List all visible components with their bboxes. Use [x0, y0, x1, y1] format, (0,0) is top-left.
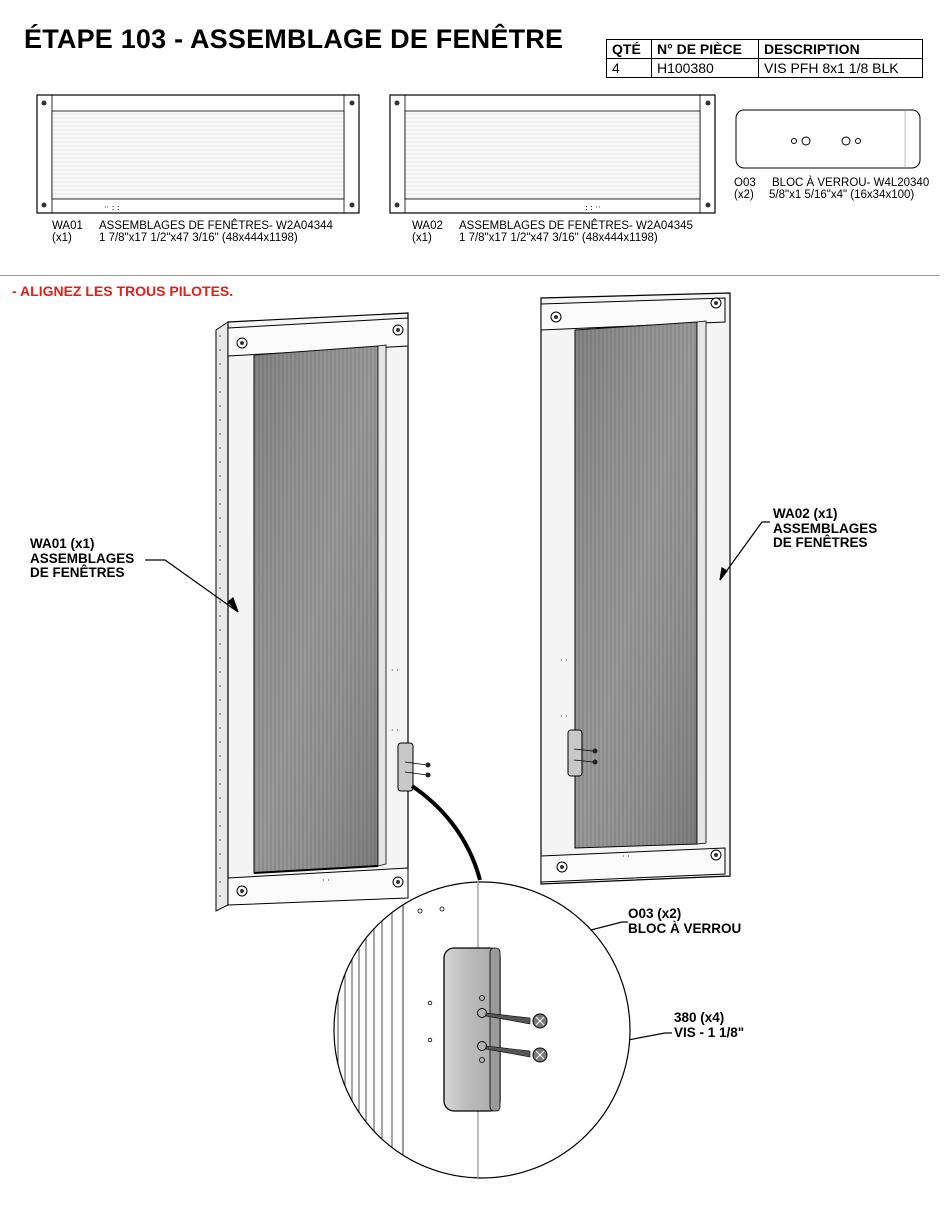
o03-name: BLOC À VERROU- W4L20340 [772, 177, 930, 189]
wa01-caption: WA01 ASSEMBLAGES DE FENÊTRES- W2A04344 (x… [52, 220, 333, 244]
table-row: 4 H100380 VIS PFH 8x1 1/8 BLK [606, 58, 923, 78]
svg-text:· ·: · · [391, 726, 399, 735]
o03-callout-line1: O03 (x2) [628, 906, 682, 921]
o03-dims: 5/8"x1 5/16"x4" (16x34x100) [769, 189, 915, 201]
svg-text:·· : :: ·· : : [104, 203, 120, 212]
wa02-dims: 1 7/8"x17 1/2"x47 3/16" (48x444x1198) [459, 232, 658, 244]
wa01-qty: (x1) [52, 232, 72, 244]
cell-part-number: H100380 [651, 58, 759, 78]
wa02-callout-line2: ASSEMBLAGES [773, 520, 878, 536]
svg-text:· ·: · · [322, 876, 330, 885]
parts-table-header: QTÉ N° DE PIÈCE DESCRIPTION [606, 39, 923, 59]
wa02-caption: WA02 ASSEMBLAGES DE FENÊTRES- W2A04345 (x… [412, 220, 693, 244]
o03-qty: (x2) [734, 189, 754, 201]
wa01-callout: WA01 (x1) ASSEMBLAGES DE FENÊTRES [30, 536, 135, 581]
header-qty: QTÉ [606, 39, 652, 59]
wa02-qty: (x1) [412, 232, 432, 244]
cell-description: VIS PFH 8x1 1/8 BLK [758, 58, 923, 78]
wa02-callout-line3: DE FENÊTRES [773, 535, 868, 550]
screw-callout-line2: VIS - 1 1/8" [674, 1024, 745, 1040]
svg-text:· ·: · · [622, 852, 630, 861]
svg-text:· ·: · · [560, 712, 568, 721]
wa02-callout: WA02 (x1) ASSEMBLAGES DE FENÊTRES [773, 506, 878, 551]
wa02-name: ASSEMBLAGES DE FENÊTRES- W2A04345 [459, 220, 693, 232]
wa02-callout-line1: WA02 (x1) [773, 506, 838, 521]
wa01-callout-line1: WA01 (x1) [30, 536, 95, 551]
wa01-code: WA01 [52, 220, 83, 232]
wa01-callout-line3: DE FENÊTRES [30, 565, 125, 580]
page-title: ÉTAPE 103 - ASSEMBLAGE DE FENÊTRE [24, 24, 564, 54]
section-divider [0, 275, 940, 276]
wa01-callout-line2: ASSEMBLAGES [30, 550, 135, 566]
o03-callout: O03 (x2) BLOC À VERROU [628, 906, 742, 936]
detail-circle [333, 881, 631, 1179]
svg-text:· ·: · · [391, 666, 399, 675]
svg-text:· ·: · · [560, 656, 568, 665]
wa01-thumbnail: ·· : : [36, 94, 360, 214]
wa01-window-drawing: · · · · · · [215, 312, 431, 912]
screw-callout-line1: 380 (x4) [674, 1010, 725, 1025]
lock-block-thumbnail [735, 109, 921, 169]
screw-callout: 380 (x4) VIS - 1 1/8" [674, 1010, 745, 1040]
wa02-thumbnail: : : ·· [389, 94, 716, 214]
svg-text:: : ··: : : ·· [585, 203, 601, 212]
o03-callout-line2: BLOC À VERROU [628, 920, 742, 936]
o03-code: O03 [734, 177, 756, 189]
wa01-name: ASSEMBLAGES DE FENÊTRES- W2A04344 [99, 220, 333, 232]
o03-caption: O03 BLOC À VERROU- W4L20340 (x2) 5/8"x1 5/… [734, 177, 929, 201]
wa01-dims: 1 7/8"x17 1/2"x47 3/16" (48x444x1198) [99, 232, 298, 244]
instruction-note: - ALIGNEZ LES TROUS PILOTES. [12, 283, 234, 299]
wa02-window-drawing: · · · · · · [540, 292, 731, 885]
wa02-code: WA02 [412, 220, 443, 232]
parts-table: QTÉ N° DE PIÈCE DESCRIPTION 4 H100380 VI… [606, 39, 923, 78]
